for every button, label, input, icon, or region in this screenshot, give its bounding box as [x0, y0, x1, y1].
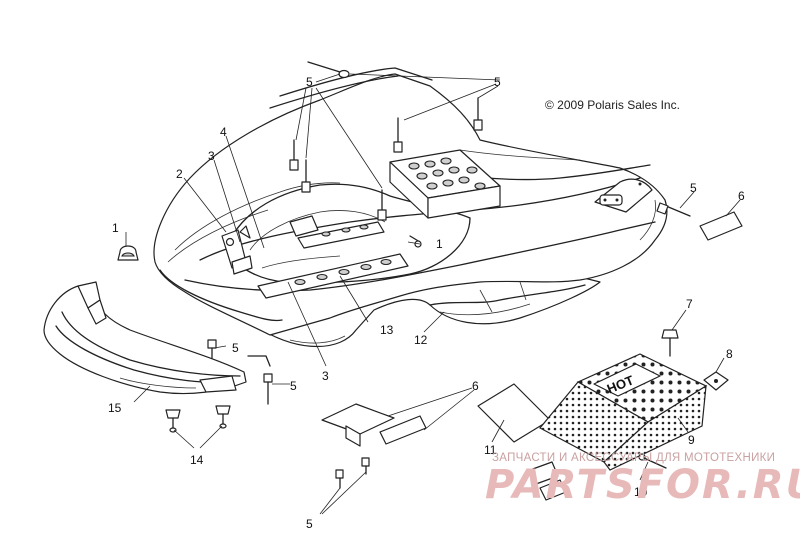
rivets-bottom: [335, 457, 370, 489]
reflector-plate: [321, 403, 427, 447]
callout-11: 11: [484, 443, 497, 457]
callout-8: 8: [726, 347, 733, 361]
callout-5: 5: [494, 75, 501, 89]
callout-7: 7: [686, 297, 693, 311]
bottom-pan: [261, 261, 601, 347]
callout-3: 3: [322, 369, 329, 383]
callout-2: 2: [176, 167, 183, 181]
rivet-10: [638, 453, 667, 469]
callout-15: 15: [108, 401, 122, 415]
callout-4: 4: [220, 125, 227, 139]
footrest-bracket: [389, 149, 501, 219]
callout-9: 9: [688, 433, 695, 447]
mount-bracket: [221, 225, 253, 275]
decal-sheet: [477, 383, 551, 443]
clip-nut-8: [703, 371, 729, 391]
callout-5: 5: [690, 181, 697, 195]
callout-5: 5: [232, 341, 239, 355]
clip-left: [117, 245, 139, 261]
callout-3: 3: [208, 149, 215, 163]
leader-lines: [125, 73, 741, 515]
callout-5: 5: [306, 517, 313, 531]
callout-5: 5: [306, 75, 313, 89]
callout-1: 1: [112, 221, 119, 235]
callout-5: 5: [290, 379, 297, 393]
callout-6: 6: [472, 379, 479, 393]
callout-1: 1: [436, 237, 443, 251]
callout-14: 14: [190, 453, 204, 467]
bolt-7: [661, 329, 679, 357]
callout-10: 10: [634, 485, 648, 499]
screws-14: [165, 405, 231, 433]
front-nose: [43, 281, 247, 395]
rivet-set-top: [289, 61, 483, 248]
callout-13: 13: [380, 323, 394, 337]
watermark-tagline: ЗАПЧАСТИ И АКСЕССУАРЫ ДЛЯ МОТОТЕХНИКИ: [492, 452, 776, 464]
callout-6: 6: [738, 189, 745, 203]
chassis-body: [153, 67, 668, 336]
watermark-logo: PARTSFOR.RU: [485, 462, 800, 508]
rivets-lower-left: [207, 339, 273, 405]
rivet-right: [656, 202, 743, 241]
support-bar: [257, 215, 409, 299]
callout-12: 12: [414, 333, 428, 347]
callout-labels: 5 5 5 6 1 2 3 4 1 3 13 12 5 5 15 14 6 11…: [108, 75, 745, 531]
heat-shield: HOT: [529, 353, 708, 501]
copyright-notice: © 2009 Polaris Sales Inc.: [545, 98, 680, 112]
